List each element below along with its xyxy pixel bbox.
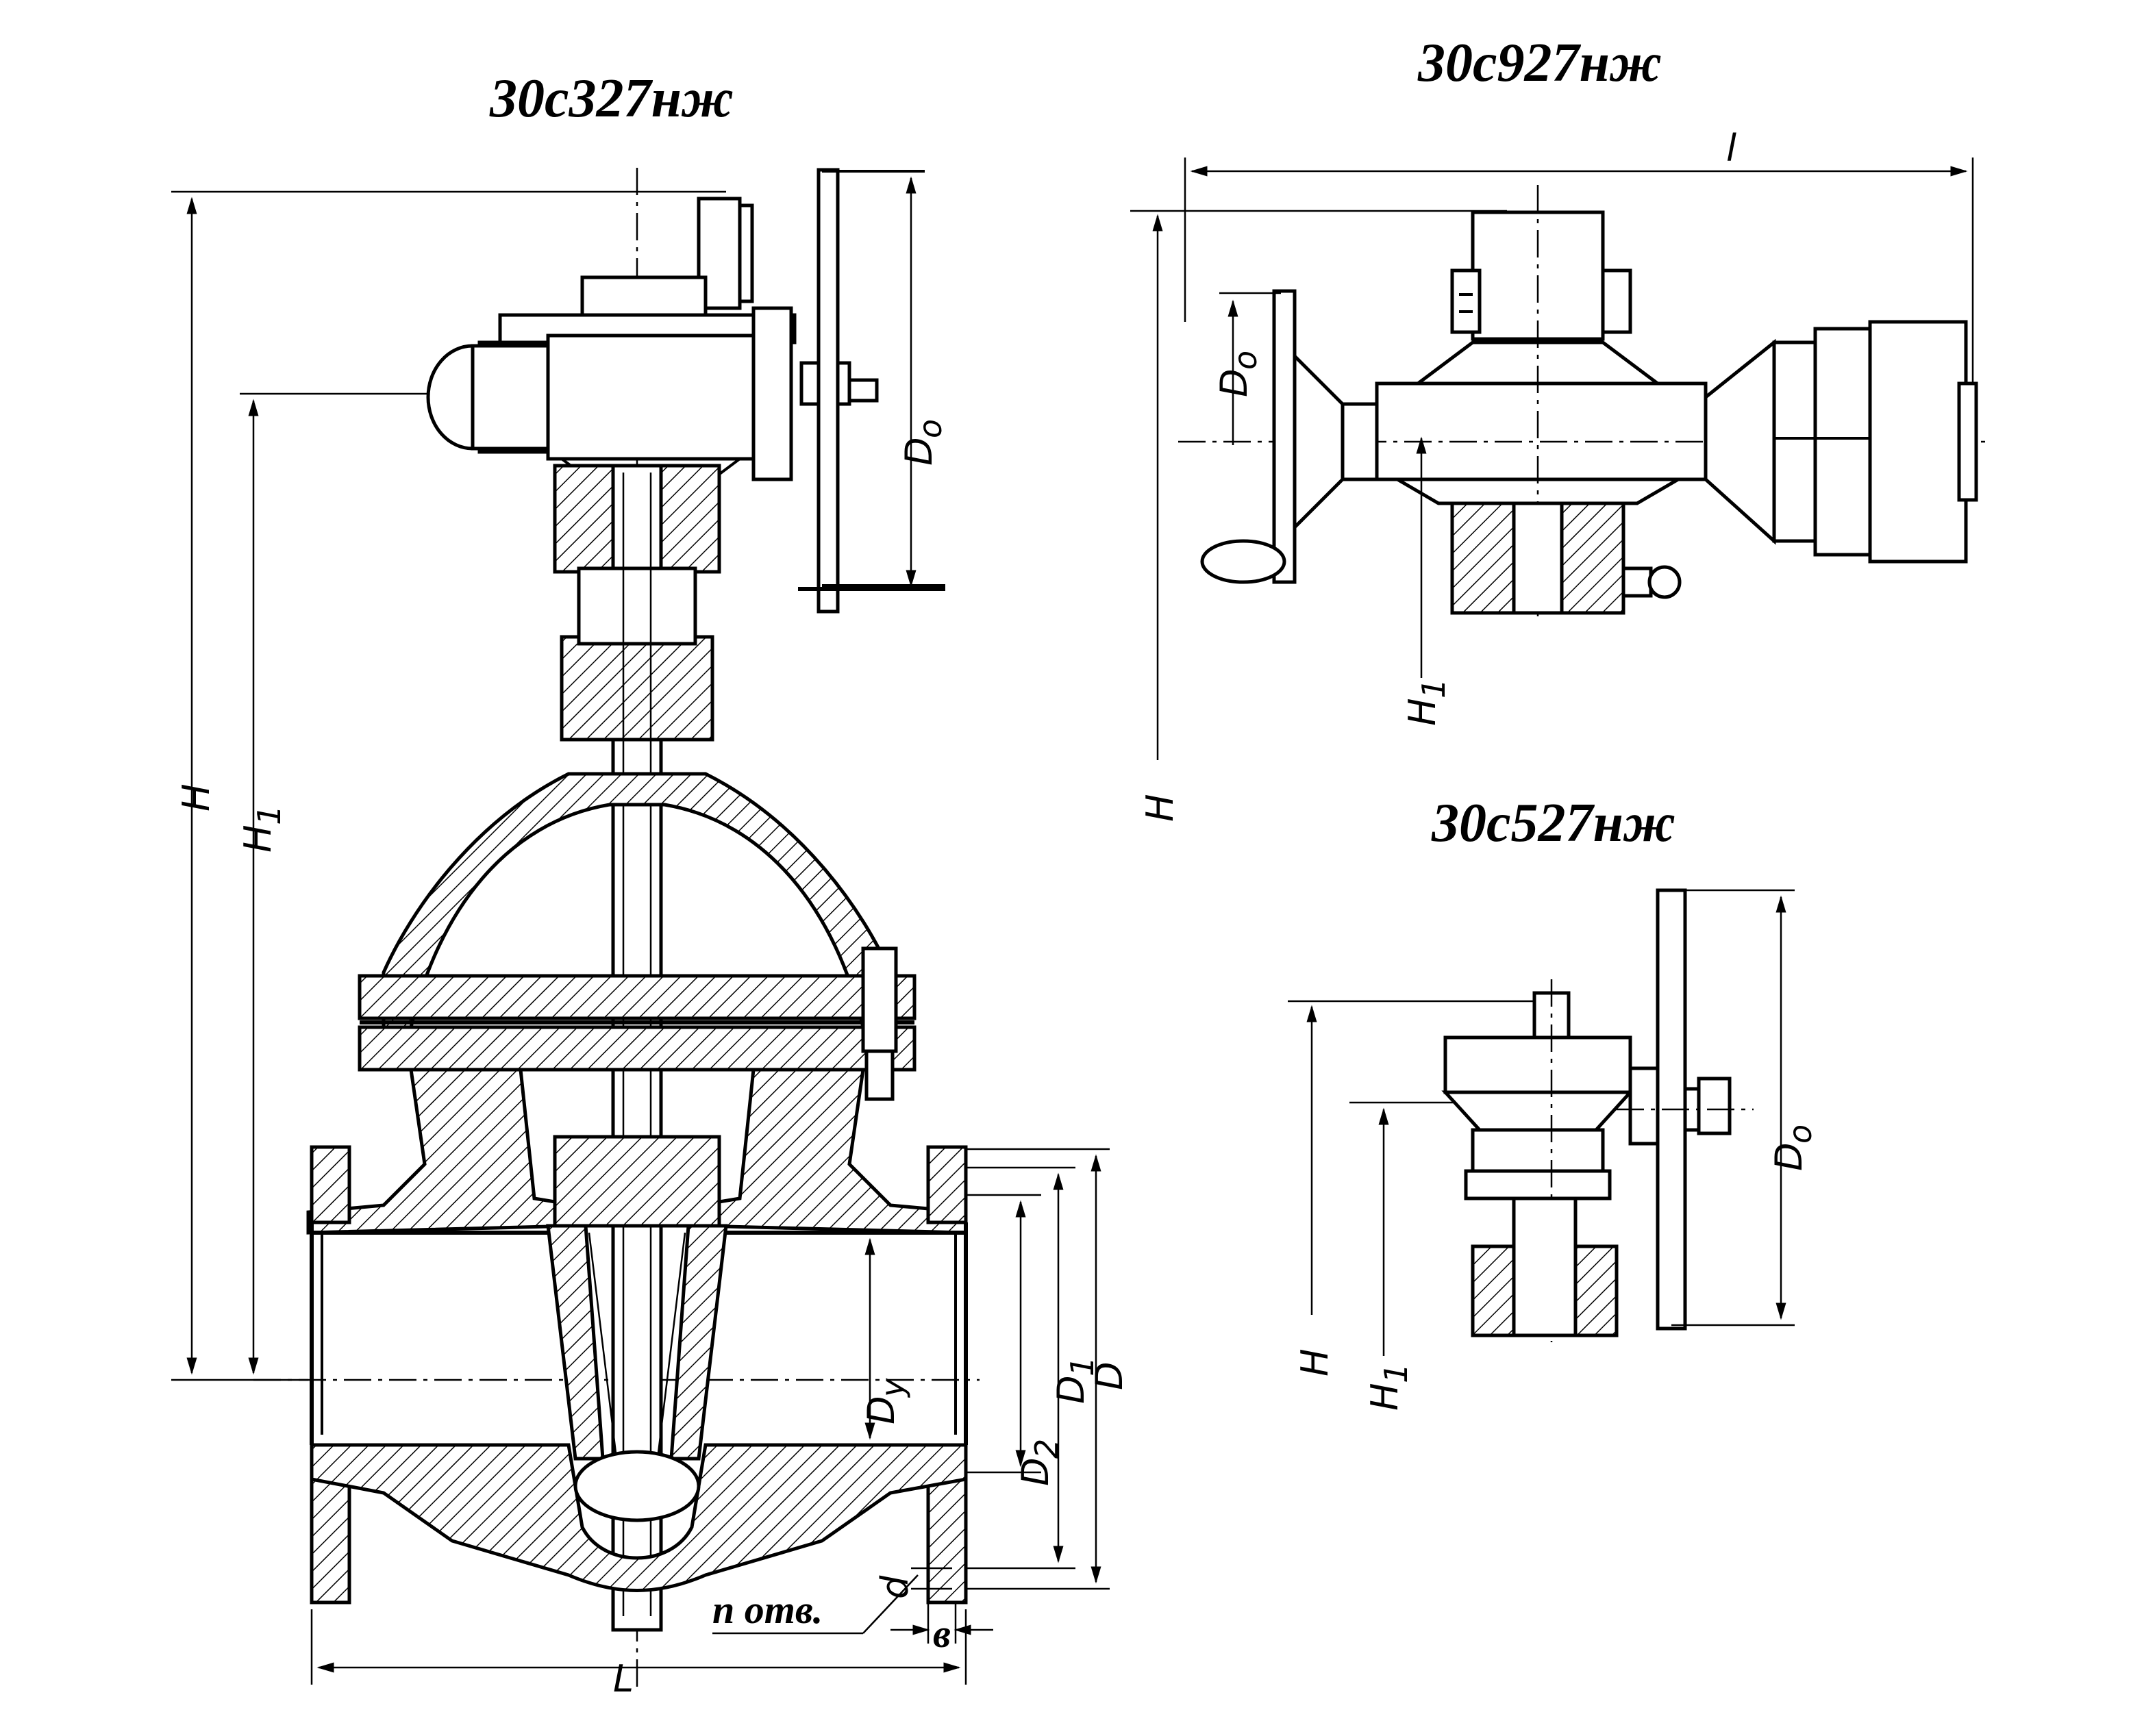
dim-Dy-letter: D [860, 1396, 903, 1424]
dim-D1-letter: D [1049, 1375, 1093, 1404]
dim-H1-main: H 1 [236, 805, 288, 853]
title-bottom-right-valve: 30с527нж [1431, 793, 1675, 853]
dim-H1-bottom-subscript: 1 [1378, 1363, 1415, 1383]
note-holes: n отв. [712, 1587, 823, 1632]
dim-H-main: H [175, 783, 218, 812]
dim-H-bottom: H [1293, 1348, 1336, 1376]
dim-Do-main-letter: D [897, 437, 940, 466]
bottom-right-valve-view: H H 1 D o [1288, 888, 1819, 1411]
dim-H1-top: H 1 [1401, 679, 1452, 726]
wedge [546, 1135, 728, 1522]
dim-l-top: l [1726, 127, 1736, 170]
valve-body [306, 1068, 968, 1605]
dim-D2-letter: D [1014, 1457, 1057, 1486]
dim-L: L [613, 1657, 634, 1700]
dim-Do-main-subscript: o [912, 419, 949, 438]
dim-H1-bottom-letter: H [1363, 1383, 1406, 1411]
dim-H1-top-subscript: 1 [1415, 679, 1452, 699]
main-valve-view: H H 1 [171, 168, 1131, 1700]
dim-Do-top-subscript: o [1227, 351, 1264, 370]
top-right-valve-view: l H D o [1130, 127, 1986, 822]
dim-H1-main-subscript: 1 [251, 805, 288, 825]
dim-H1-bottom: H 1 [1363, 1363, 1415, 1411]
dim-Dy-subscript: y [874, 1378, 911, 1398]
actuator [426, 197, 797, 481]
dim-Do-top: D o [1212, 351, 1264, 397]
dim-H-top: H [1138, 794, 1182, 822]
dim-Dy: D y [860, 1378, 911, 1424]
dim-Do-bottom-letter: D [1767, 1142, 1810, 1171]
bonnet [358, 772, 917, 1101]
title-main-valve: 30с327нж [489, 68, 734, 129]
dim-H1-top-letter: H [1401, 698, 1444, 726]
dim-Do-top-letter: D [1212, 368, 1256, 397]
dim-D: D [1088, 1361, 1131, 1390]
handwheel-main [798, 168, 945, 614]
dim-Do-bottom: D o [1767, 1124, 1819, 1171]
dim-H1-main-letter: H [236, 825, 279, 853]
dim-d: d [873, 1575, 917, 1599]
dim-b: в [933, 1611, 951, 1656]
title-top-right-valve: 30с927нж [1417, 33, 1662, 93]
dim-D2-subscript: 2 [1028, 1439, 1065, 1459]
dim-Do-bottom-subscript: o [1782, 1124, 1819, 1144]
dim-Do-main: D o [897, 419, 949, 466]
